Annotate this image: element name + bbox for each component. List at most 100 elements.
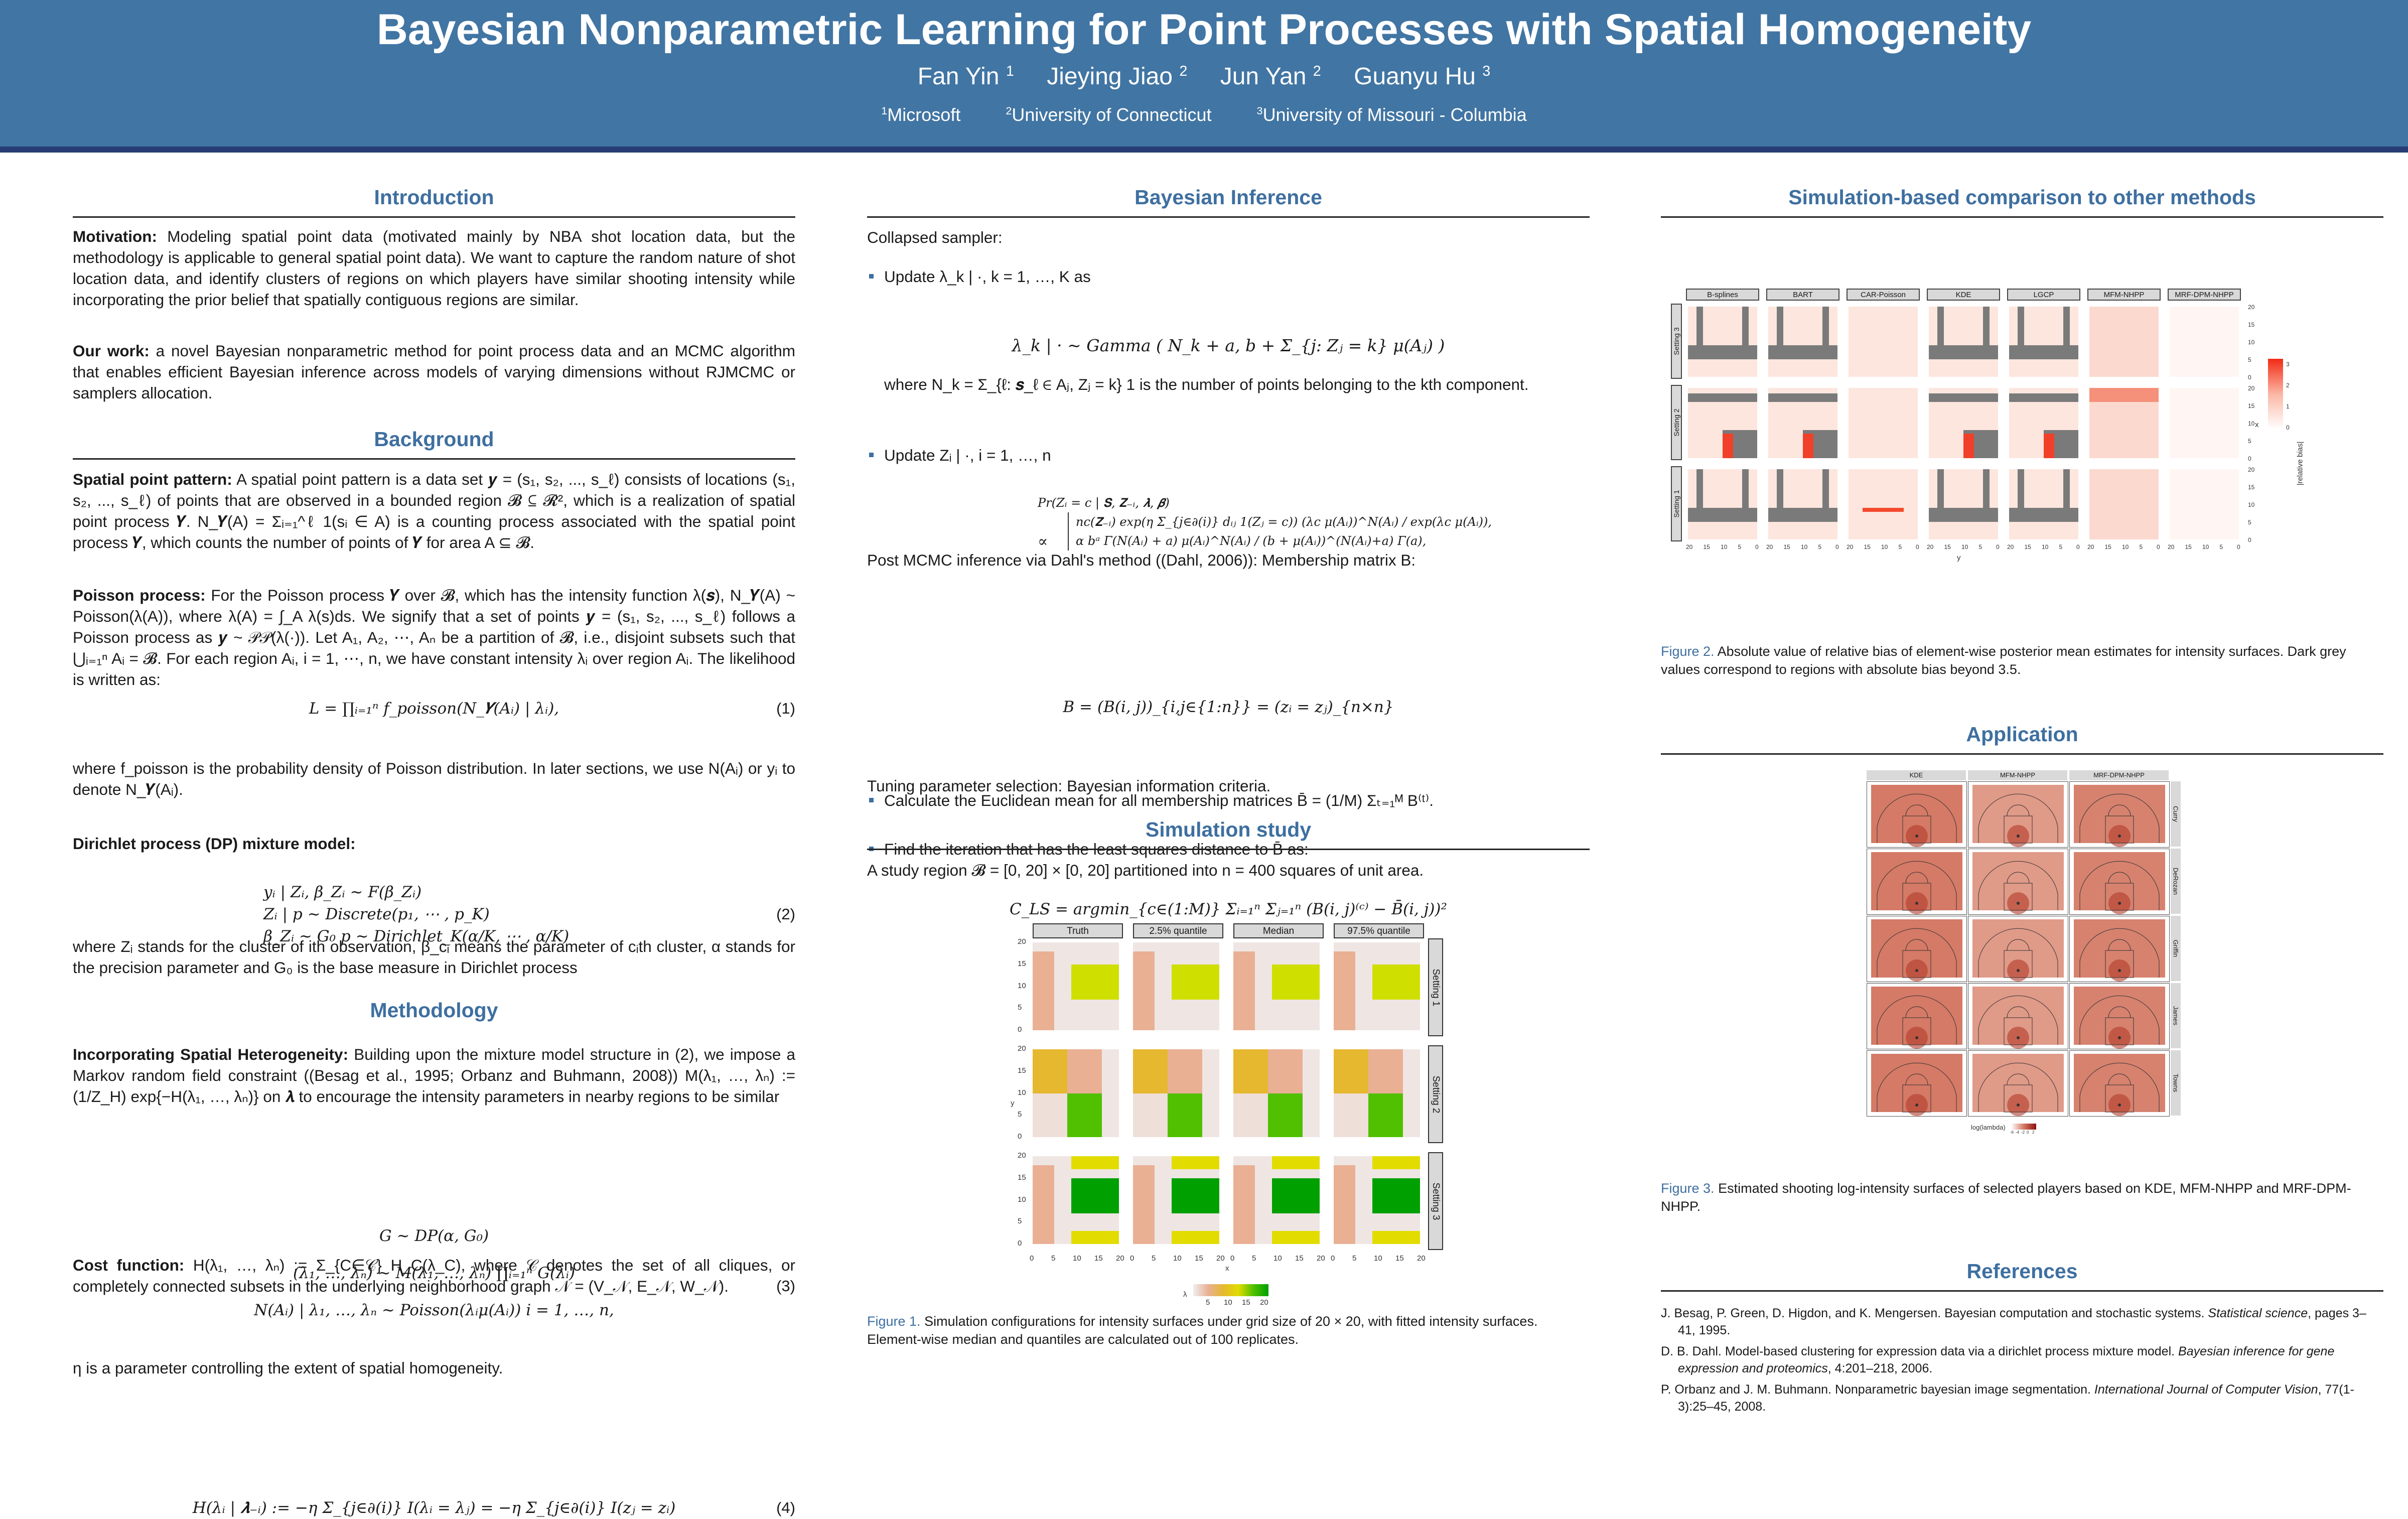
heterogeneity-paragraph: Incorporating Spatial Heterogeneity: Bui…	[73, 1044, 795, 1107]
basketball-court-icon	[1972, 852, 2064, 914]
reference-venue: International Journal of Computer Vision	[2094, 1383, 2318, 1397]
caption-label: Figure 3.	[1661, 1181, 1715, 1196]
paragraph-lead: Poisson process:	[73, 586, 206, 604]
tuning-paragraph: Tuning parameter selection: Bayesian inf…	[867, 775, 1590, 796]
heatmap-panel	[1033, 942, 1119, 1030]
heatmap-region	[1372, 1230, 1420, 1244]
court-heatmap-panel	[1867, 781, 1967, 848]
x-tick-label: 15	[1703, 543, 1710, 550]
author-aff: 2	[1313, 63, 1321, 79]
reference-item: D. B. Dahl. Model-based clustering for e…	[1661, 1343, 2383, 1377]
x-tick-label: 20	[1766, 543, 1773, 550]
section-introduction: Introduction	[73, 186, 795, 218]
paragraph-text: a novel Bayesian nonparametric method fo…	[73, 342, 795, 402]
affiliation-num: 1	[881, 104, 888, 117]
x-tick-label: 20	[1417, 1254, 1426, 1263]
paragraph-lead: Incorporating Spatial Heterogeneity:	[73, 1045, 349, 1063]
y-tick-label: 20	[1018, 1151, 1026, 1160]
facet-row-strip: DeRozan	[2171, 849, 2181, 914]
heatmap-panel	[1133, 1156, 1219, 1244]
author-name: Fan Yin	[917, 63, 1000, 90]
legend-title: λ	[1183, 1290, 1187, 1299]
reference-venue: Statistical science	[2208, 1306, 2308, 1320]
x-tick-label: 5	[1352, 1254, 1357, 1263]
x-tick-label: 20	[1216, 1254, 1225, 1263]
out-of-range-region	[1688, 393, 1757, 402]
high-bias-region	[1862, 508, 1904, 512]
facet-strip: BART	[1766, 289, 1839, 301]
court-heatmap-panel	[1867, 849, 1967, 915]
out-of-range-region	[2063, 469, 2070, 511]
x-tick-label: 10	[1721, 543, 1728, 550]
x-tick-label: 0	[1130, 1254, 1135, 1263]
y-axis-label: y	[1011, 1098, 1015, 1108]
heatmap-region	[1133, 1093, 1168, 1137]
paragraph-text: A study region 𝓑 = [0, 20] × [0, 20] par…	[867, 861, 1424, 879]
legend-tick-label: 2	[2032, 1130, 2035, 1135]
facet-row-strip: Towns	[2171, 1050, 2181, 1116]
court-heatmap-panel	[1968, 916, 2068, 982]
equation-gamma: λ_k | · ~ Gamma ( N_k + a, b + Σ_{j: Zⱼ …	[1012, 336, 1445, 355]
equation-2: yᵢ | Zᵢ, β_Zᵢ ~ F(β_Zᵢ) Zᵢ | p ~ Discret…	[73, 881, 795, 947]
heatmap-panel	[1688, 469, 1757, 539]
legend-colorbar	[2011, 1124, 2036, 1130]
equation-number: (4)	[776, 1499, 795, 1516]
heatmap-region	[1033, 1093, 1067, 1137]
out-of-range-region	[1929, 393, 1998, 402]
section-heading: Background	[73, 428, 795, 460]
heatmap-region	[1167, 1049, 1202, 1093]
paragraph-text: A spatial point pattern is a data set 𝒚 …	[73, 470, 795, 551]
section-background: Background	[73, 428, 795, 460]
heatmap-panel	[1334, 1156, 1420, 1244]
x-tick-label: 10	[2042, 543, 2049, 550]
facet-row-strip: Setting 1	[1671, 466, 1682, 541]
facet-row-strip-label: DeRozan	[2172, 867, 2180, 895]
x-tick-label: 20	[1116, 1254, 1124, 1263]
legend-title: log(lambda)	[1971, 1124, 2006, 1131]
facet-strip: KDE	[1927, 289, 2000, 301]
legend-tick-label: 3	[2286, 361, 2290, 368]
legend-tick-label: 5	[1206, 1298, 1210, 1307]
reference-venue: Bayesian inference for gene expression a…	[1678, 1344, 2335, 1375]
author-name: Jun Yan	[1220, 63, 1307, 90]
facet-strip: CAR-Poisson	[1847, 289, 1920, 301]
high-bias-region	[1723, 434, 1733, 458]
cost-function-paragraph: Cost function: H(λ₁, …, λₙ) := Σ_{C∈𝒞} H…	[73, 1255, 795, 1297]
heatmap-region	[1372, 1156, 1420, 1170]
affiliation: 1Microsoft	[881, 104, 960, 125]
x-tick-label: 5	[1978, 543, 1982, 550]
heatmap-panel	[2089, 307, 2159, 377]
heatmap-panel	[1849, 469, 1918, 539]
x-tick-label: 5	[1252, 1254, 1256, 1263]
y-tick-label: 5	[2248, 519, 2251, 526]
affiliation-num: 3	[1256, 104, 1263, 117]
heatmap-region	[1334, 1049, 1368, 1093]
out-of-range-region	[1937, 469, 1944, 511]
y-tick-label: 20	[2248, 385, 2255, 392]
out-of-range-region	[1776, 307, 1784, 349]
bullet-update-lambda: Update λ_k | ·, k = 1, …, K as	[867, 266, 1607, 287]
equation-cls: C_LS = argmin_{c∈(1:M)} Σᵢ₌₁ⁿ Σⱼ₌₁ⁿ (B(i…	[1010, 900, 1447, 918]
court-heatmap-panel	[2069, 983, 2170, 1049]
heatmap-region	[1133, 951, 1155, 1030]
y-tick-label: 0	[2248, 374, 2251, 381]
heatmap-region	[1133, 1165, 1155, 1244]
heatmap-panel	[1334, 942, 1420, 1030]
legend-tick-label: -2	[2021, 1130, 2025, 1135]
author: Fan Yin 1	[918, 63, 1014, 90]
x-tick-label: 5	[1898, 543, 1902, 550]
y-tick-label: 15	[1018, 1173, 1026, 1182]
x-tick-label: 0	[2157, 543, 2160, 550]
header-divider	[0, 147, 2408, 153]
caption-label: Figure 1.	[867, 1314, 921, 1329]
paragraph-text: Bayesian information criteria.	[1067, 777, 1271, 795]
basketball-court-icon	[1871, 1054, 1962, 1116]
y-tick-label: 0	[1018, 1025, 1022, 1034]
high-bias-region	[1963, 434, 1974, 458]
x-tick-label: 15	[2104, 543, 2111, 550]
heatmap-panel	[2089, 469, 2159, 539]
legend-title: |relative bias|	[2296, 441, 2305, 486]
high-bias-region	[1803, 434, 1813, 458]
out-of-range-region	[1696, 307, 1704, 349]
